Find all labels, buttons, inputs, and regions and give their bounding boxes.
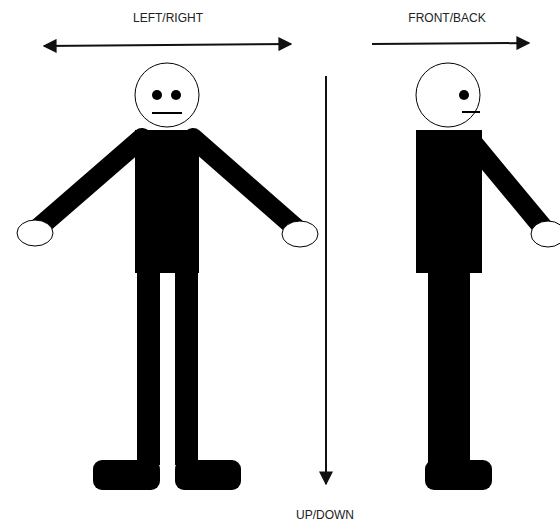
front-back-arrow <box>372 43 529 44</box>
direction-label: LEFT/RIGHT <box>133 11 203 25</box>
direction-label: FRONT/BACK <box>408 11 485 25</box>
front-figure <box>17 63 318 490</box>
up-down-arrow <box>325 76 327 484</box>
left-right-arrow <box>44 44 291 46</box>
side-figure <box>416 63 560 490</box>
direction-label: UP/DOWN <box>296 508 354 522</box>
